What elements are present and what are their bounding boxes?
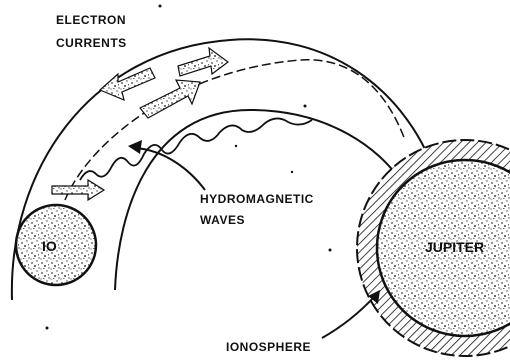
io-label: IO <box>42 238 57 254</box>
speck <box>235 145 237 147</box>
speck <box>46 327 49 330</box>
speck <box>291 171 293 173</box>
arrow-upper-speckled <box>178 48 228 76</box>
electron-currents-label-line1: ELECTRON <box>56 13 126 27</box>
hydromagnetic-pointer <box>135 148 205 190</box>
hydromagnetic-wave-line <box>80 118 312 180</box>
arrow-left-speckled <box>100 68 155 100</box>
speck <box>304 105 307 108</box>
hydromagnetic-waves-label-line2: WAVES <box>200 213 245 227</box>
ionosphere-label: IONOSPHERE <box>226 340 311 354</box>
arrow-middle-speckled <box>140 80 200 118</box>
ionosphere-pointer <box>322 296 375 338</box>
electron-currents-label-line2: CURRENTS <box>56 36 127 50</box>
jupiter-label: JUPITER <box>425 239 484 255</box>
speck <box>329 249 332 252</box>
arrow-io-speckled <box>52 180 104 200</box>
hydromagnetic-waves-label-line1: HYDROMAGNETIC <box>200 192 314 206</box>
speck <box>159 5 162 8</box>
